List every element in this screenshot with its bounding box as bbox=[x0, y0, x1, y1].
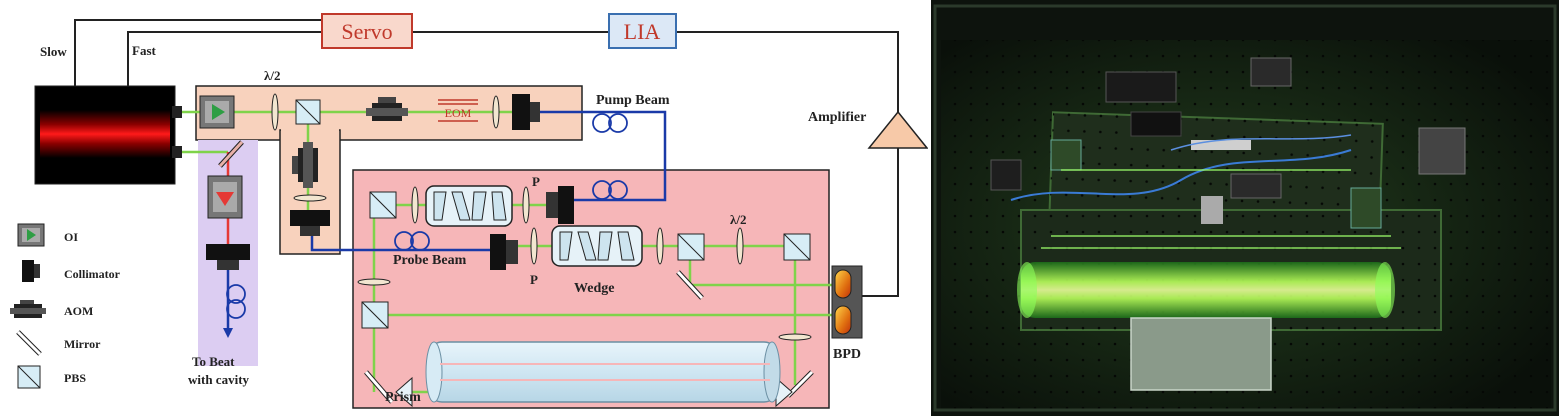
prism-left bbox=[395, 376, 413, 408]
legend-label-pbs: PBS bbox=[64, 371, 86, 385]
collimator-pump-entry bbox=[546, 186, 574, 224]
collimator-probe bbox=[490, 234, 518, 270]
pump-beam-label: Pump Beam bbox=[596, 93, 670, 108]
mirror-beat-face bbox=[218, 140, 244, 168]
polarizer-probe bbox=[530, 227, 538, 265]
waveplate-right-vertical bbox=[778, 333, 812, 341]
pbs-left-lower bbox=[361, 301, 389, 329]
photo-components bbox=[990, 57, 1466, 229]
enclosure-frame bbox=[933, 4, 1557, 412]
laser-source bbox=[34, 85, 182, 185]
waveplate-vertical bbox=[293, 194, 327, 202]
wedge-probe bbox=[551, 225, 643, 267]
legend: OI Collimator AOM Mirror PBS bbox=[10, 223, 121, 389]
legend-item-mirror: Mirror bbox=[16, 330, 101, 356]
to-beat-label-line2: with cavity bbox=[188, 372, 250, 387]
collimator-beat bbox=[206, 244, 250, 270]
beat-arrow-icon bbox=[223, 328, 233, 338]
polarizer-pump bbox=[522, 186, 530, 224]
half-wave-plate-right bbox=[736, 227, 744, 265]
fiber-loops bbox=[226, 113, 628, 319]
mirror-probe-diag-face bbox=[676, 270, 704, 300]
bpd-label: BPD bbox=[833, 347, 861, 362]
fast-label: Fast bbox=[132, 43, 157, 58]
legend-label-aom: AOM bbox=[64, 304, 93, 318]
half-wave-label-top: λ/2 bbox=[264, 68, 281, 83]
wedge-pump bbox=[425, 185, 513, 227]
cell-heater-wrap bbox=[1130, 317, 1272, 391]
polarizer-label-bottom: P bbox=[530, 272, 538, 287]
polarizer-label-top: P bbox=[532, 174, 540, 189]
legend-label-oi: OI bbox=[64, 230, 78, 244]
collimator-vertical bbox=[290, 210, 330, 236]
fiber-cable bbox=[1010, 149, 1352, 201]
to-beat-label-line1: To Beat bbox=[192, 354, 235, 369]
half-wave-label-right: λ/2 bbox=[730, 212, 747, 227]
optical-isolator bbox=[199, 95, 235, 129]
amplifier-label: Amplifier bbox=[808, 110, 866, 125]
eom-label: EOM bbox=[445, 106, 472, 120]
lia-label: LIA bbox=[624, 19, 661, 44]
prism-label: Prism bbox=[385, 390, 421, 405]
waveplate-left-vertical bbox=[357, 278, 391, 286]
collimator-icon bbox=[22, 260, 34, 282]
waveplate-eom bbox=[492, 95, 500, 129]
legend-item-aom: AOM bbox=[10, 300, 93, 318]
legend-label-collimator: Collimator bbox=[64, 267, 121, 281]
slow-label: Slow bbox=[40, 44, 67, 59]
gas-cell-glow bbox=[1021, 262, 1391, 318]
mirror-bottom-left-face bbox=[364, 371, 394, 403]
aom-top bbox=[366, 97, 408, 121]
amplifier-icon bbox=[867, 110, 928, 149]
top-breadboard-joint bbox=[281, 129, 339, 133]
experimental-setup-diagram: Servo LIA Slow Fast Amplifier bbox=[10, 13, 928, 409]
probe-beam-label: Probe Beam bbox=[393, 253, 467, 268]
eom: EOM bbox=[438, 99, 478, 122]
gas-cell bbox=[425, 341, 781, 403]
half-wave-plate-top bbox=[271, 93, 279, 131]
servo-box: Servo bbox=[321, 13, 413, 49]
aom-vertical bbox=[292, 142, 318, 188]
pbs-top bbox=[295, 99, 321, 125]
pbs-probe bbox=[677, 233, 705, 261]
legend-item-collimator: Collimator bbox=[22, 260, 121, 282]
optical-isolator-beat bbox=[207, 175, 243, 219]
control-wiring bbox=[74, 19, 899, 297]
servo-label: Servo bbox=[341, 19, 392, 44]
collimator-pump bbox=[512, 94, 540, 130]
balanced-photodetector bbox=[831, 265, 863, 339]
setup-photograph bbox=[931, 0, 1559, 416]
legend-label-mirror: Mirror bbox=[64, 337, 101, 351]
pbs-right bbox=[783, 233, 811, 261]
lia-box: LIA bbox=[608, 13, 677, 49]
waveplate-probe bbox=[656, 227, 664, 265]
pbs-pump-entry bbox=[369, 191, 397, 219]
waveplate-pump bbox=[411, 186, 419, 224]
legend-item-oi: OI bbox=[17, 223, 78, 247]
legend-item-pbs: PBS bbox=[17, 365, 86, 389]
laser-beams-photo bbox=[1041, 169, 1401, 249]
wedge-label: Wedge bbox=[574, 281, 614, 296]
